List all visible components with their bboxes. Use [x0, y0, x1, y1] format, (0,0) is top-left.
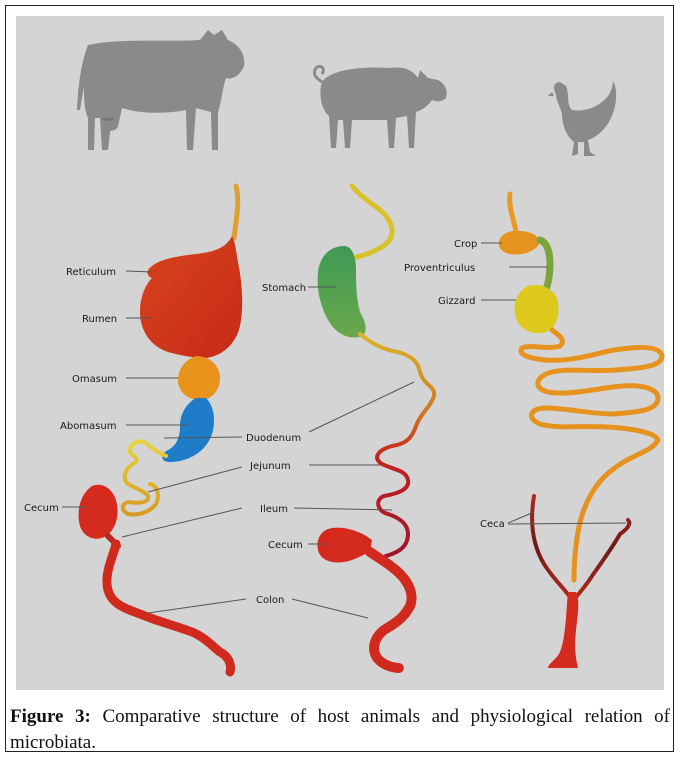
- digestive-diagram: Reticulum Rumen Omasum Abomasum Cecum Du…: [0, 0, 681, 700]
- cow-small-intestine: [123, 442, 166, 515]
- label-cow-cecum: Cecum: [24, 503, 59, 514]
- chicken-cloaca: [548, 592, 578, 668]
- pig-stomach-shape: [318, 246, 366, 338]
- abomasum-shape: [162, 398, 214, 462]
- caption-text: Comparative structure of host animals an…: [10, 706, 670, 753]
- pig-cecum-shape: [318, 528, 372, 563]
- diagram-labels: Reticulum Rumen Omasum Abomasum Cecum Du…: [24, 239, 505, 606]
- figure-caption: Figure 3: Comparative structure of host …: [10, 704, 670, 756]
- label-duodenum: Duodenum: [246, 433, 301, 444]
- label-pig-cecum: Cecum: [268, 540, 303, 551]
- crop-shape: [499, 231, 540, 255]
- label-gizzard: Gizzard: [438, 296, 475, 307]
- cow-silhouette: [77, 30, 244, 150]
- cow-cecum-shape: [79, 485, 118, 539]
- pig-silhouette: [314, 66, 446, 148]
- pig-small-intestine: [360, 334, 434, 556]
- chicken-esophagus: [510, 194, 516, 232]
- label-ceca: Ceca: [480, 519, 505, 530]
- label-ileum: Ileum: [260, 504, 288, 515]
- gizzard-shape: [515, 285, 559, 333]
- label-colon: Colon: [256, 595, 284, 606]
- caption-label: Figure 3:: [10, 706, 91, 727]
- proventriculus-shape: [540, 240, 550, 290]
- label-jejunum: Jejunum: [249, 461, 291, 472]
- label-proventriculus: Proventriculus: [404, 263, 475, 274]
- rumen-shape: [140, 236, 242, 358]
- pig-tract: [318, 186, 435, 668]
- label-omasum: Omasum: [72, 374, 117, 385]
- pig-esophagus: [352, 186, 392, 258]
- omasum-shape: [178, 356, 220, 400]
- label-abomasum: Abomasum: [60, 421, 116, 432]
- chicken-tract: [499, 194, 662, 668]
- label-reticulum: Reticulum: [66, 267, 116, 278]
- cow-colon: [107, 544, 231, 672]
- label-stomach: Stomach: [262, 283, 306, 294]
- label-rumen: Rumen: [82, 314, 117, 325]
- label-crop: Crop: [454, 239, 477, 250]
- chicken-intestine: [521, 330, 662, 580]
- cow-esophagus: [234, 186, 238, 238]
- chicken-silhouette: [548, 80, 616, 156]
- pig-colon: [370, 552, 412, 668]
